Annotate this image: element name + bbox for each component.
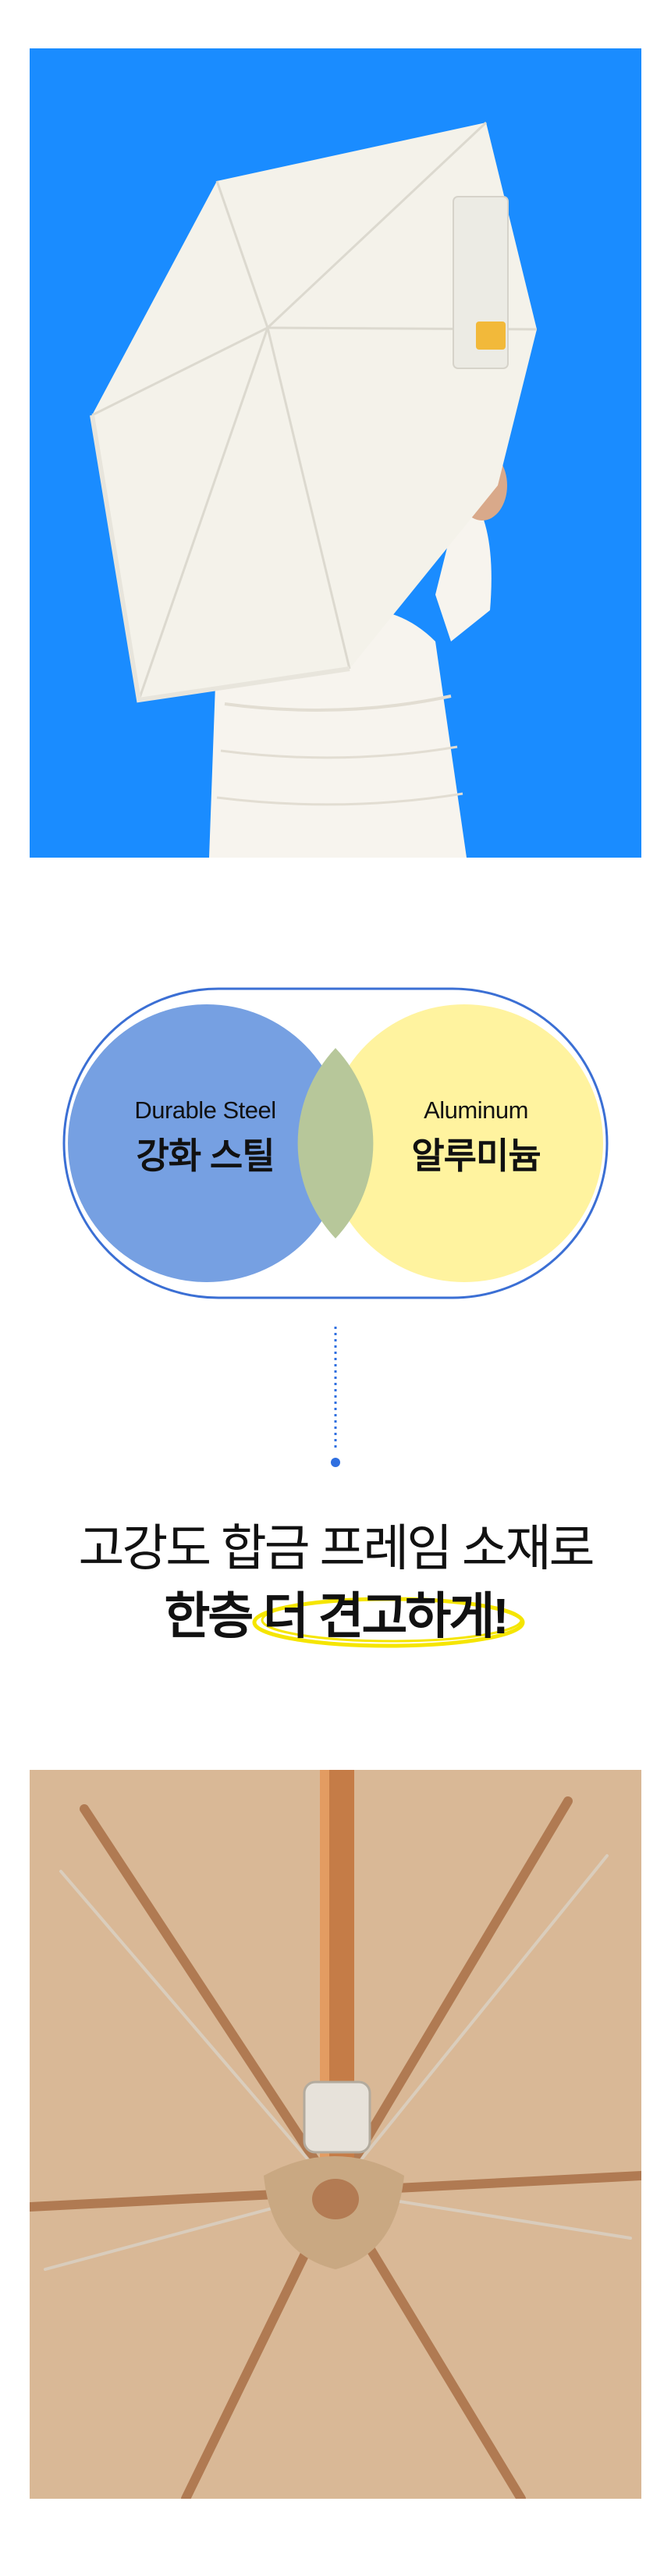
- aluminum-label-ko: 알루미늄: [411, 1135, 541, 1176]
- headline-line2-highlight: 더 견고하게!: [263, 1588, 509, 1644]
- umbrella-illustration: [30, 48, 641, 858]
- umbrella-photo-top: [30, 48, 641, 858]
- connector-dot: [331, 1458, 340, 1467]
- steel-label-en: Durable Steel: [134, 1096, 276, 1124]
- umbrella-frame-photo: [30, 1770, 641, 2499]
- headline-line2-pre: 한층: [164, 1588, 264, 1644]
- headline-line1: 고강도 합금 프레임 소재로: [78, 1520, 595, 1576]
- dotted-connector: [334, 1327, 337, 1464]
- venn-shapes: [62, 987, 609, 1299]
- steel-label-ko: 강화 스틸: [136, 1135, 275, 1176]
- aluminum-label-en: Aluminum: [424, 1096, 528, 1124]
- overlap-area: [297, 1048, 374, 1238]
- steel-circle: [68, 1004, 346, 1282]
- headline: 고강도 합금 프레임 소재로 한층 더 견고하게!: [0, 1515, 671, 1651]
- venn-outline: [62, 987, 609, 1299]
- headline-line2: 한층 더 견고하게!: [0, 1581, 671, 1651]
- umbrella-frame-illustration: [30, 1770, 641, 2499]
- steel-label: Durable Steel 강화 스틸: [100, 1096, 311, 1179]
- aluminum-circle: [325, 1004, 603, 1282]
- aluminum-label: Aluminum 알루미늄: [371, 1096, 581, 1179]
- highlight-scribble: [252, 1597, 525, 1648]
- material-venn-diagram: Durable Steel 강화 스틸 Aluminum 알루미늄: [62, 987, 609, 1299]
